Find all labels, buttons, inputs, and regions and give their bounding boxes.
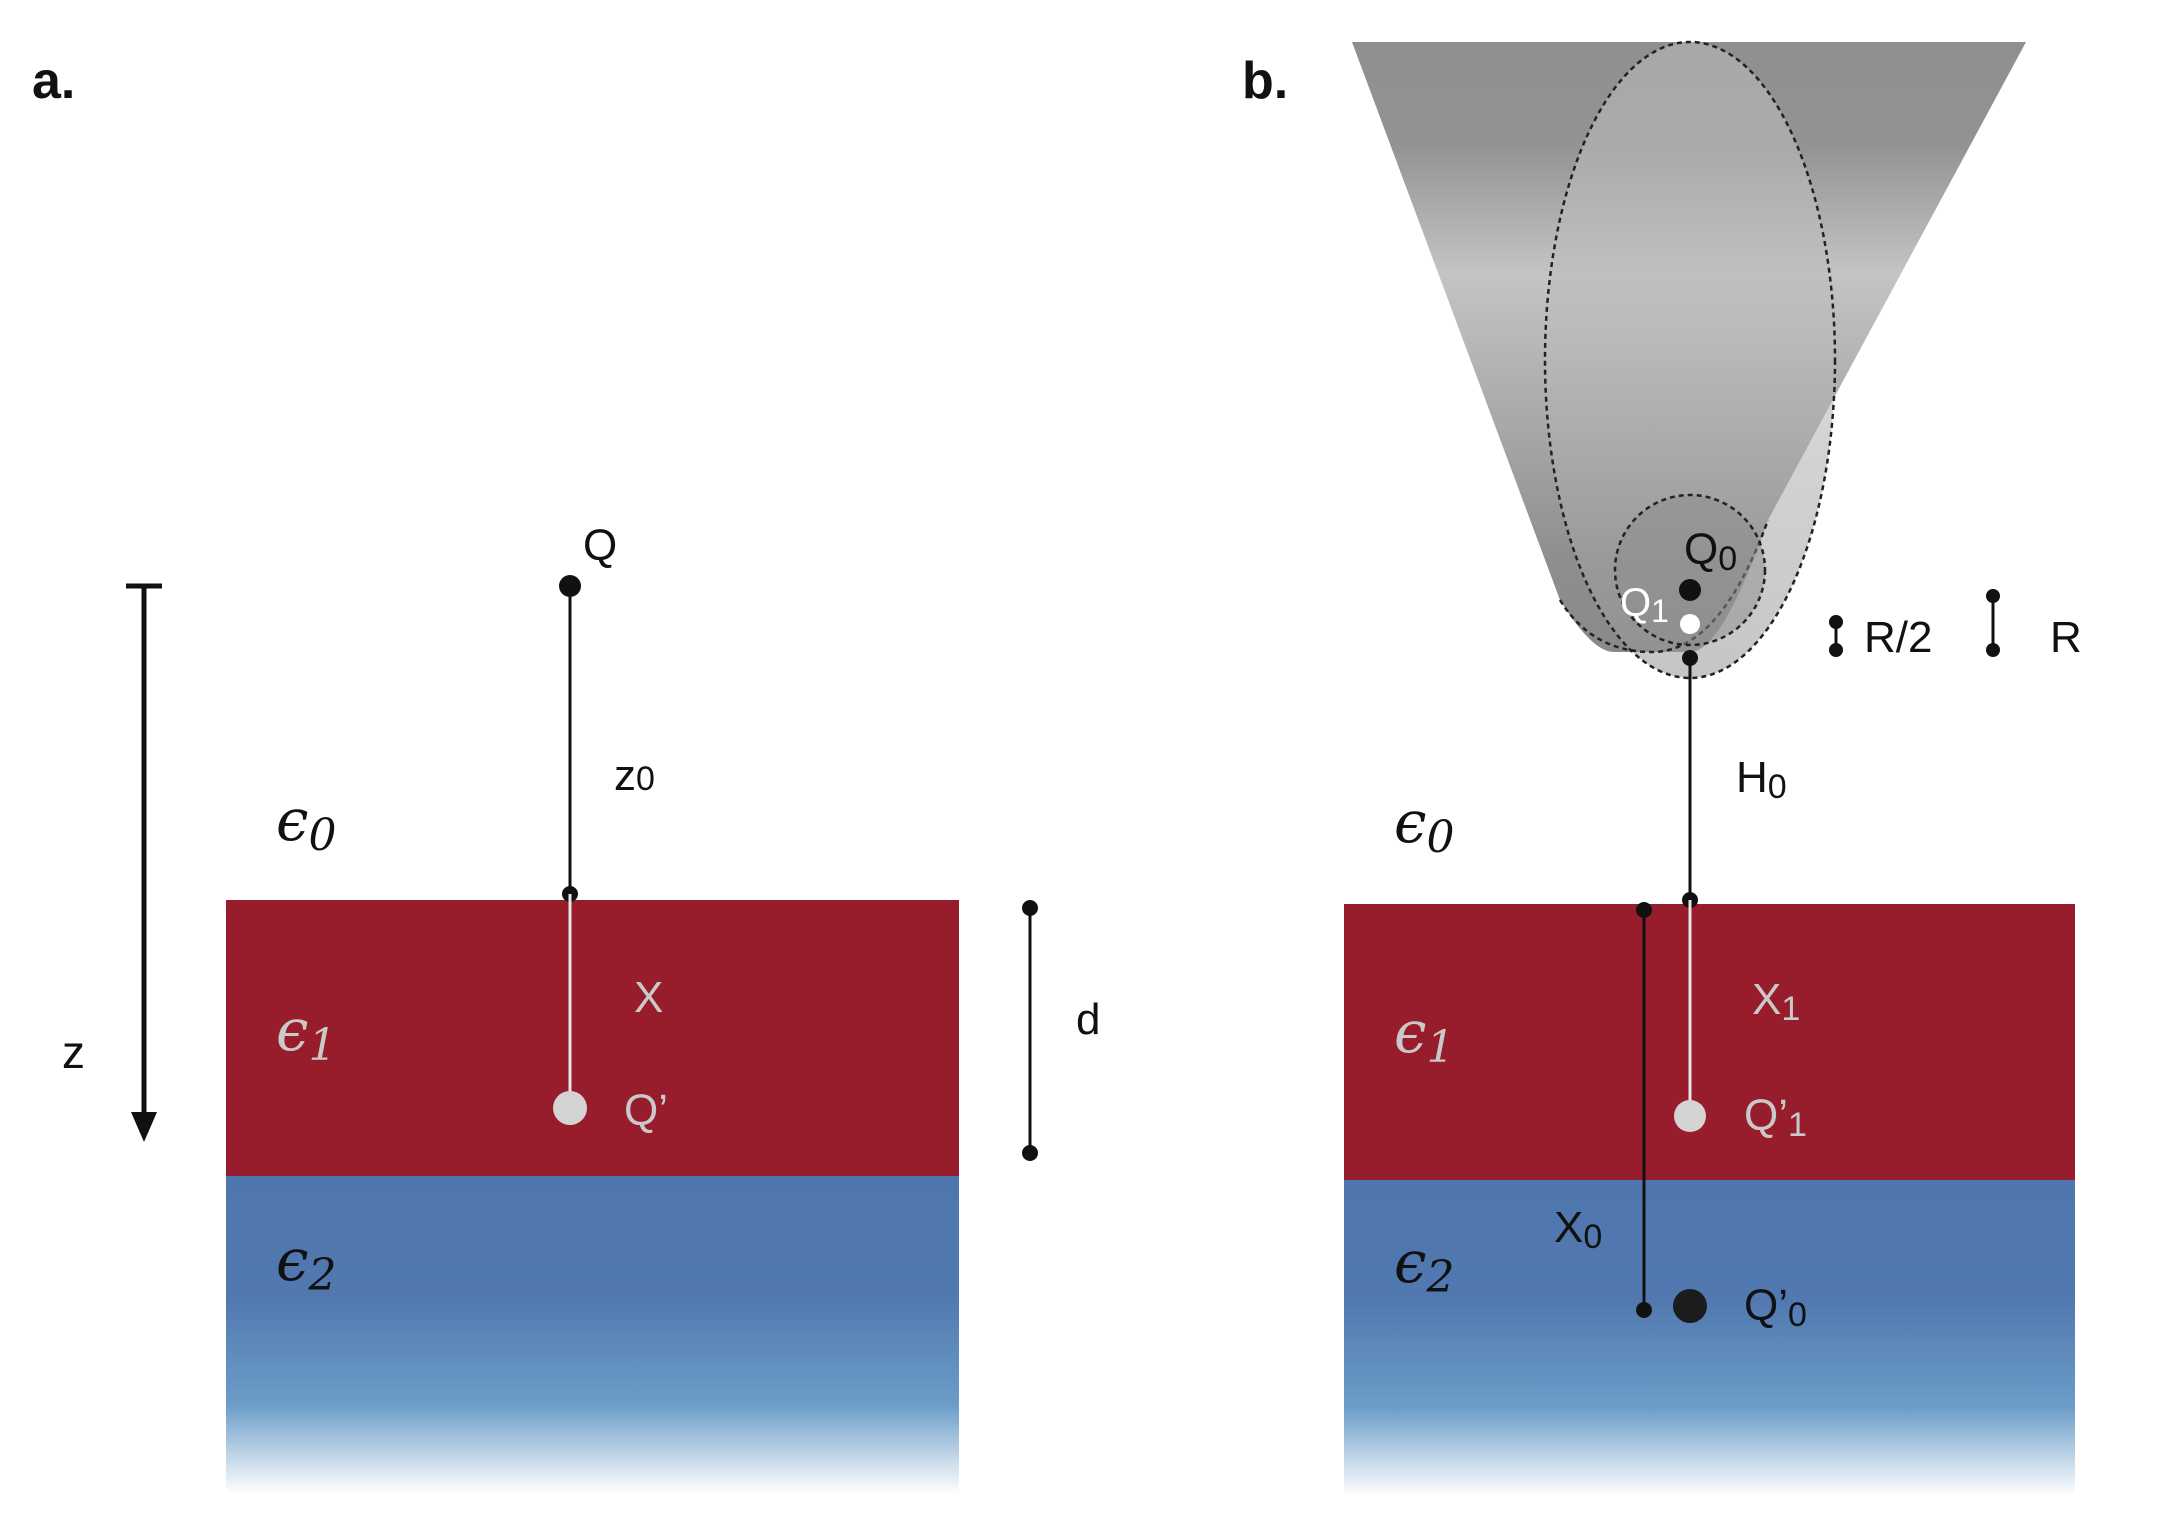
charge-q0-label: Q0 — [1684, 525, 1737, 578]
image-charge-q1-main: Q’ — [1744, 1091, 1788, 1140]
thickness-bottom-dot — [1022, 1145, 1038, 1161]
image-charge-q0-main: Q’ — [1744, 1281, 1788, 1330]
tip-apex-dot — [1682, 650, 1698, 666]
tip-bulb — [1558, 519, 1770, 654]
panel-a-label: a. — [32, 52, 75, 110]
panel-b-label: b. — [1242, 52, 1288, 110]
epsilon-1-b: ϵ1 — [1394, 998, 1454, 1073]
epsilon-0-b: ϵ0 — [1394, 788, 1454, 863]
layer-epsilon-2-b — [1344, 1180, 2075, 1496]
x1-main: X — [1752, 975, 1781, 1024]
scale-full-top — [1986, 589, 2000, 603]
panel-a: a. z Q z0 X Q’ d ϵ0 ϵ1 ϵ2 — [32, 52, 1100, 1494]
z0-main: z — [614, 751, 636, 800]
charge-q0-sub: 0 — [1718, 540, 1737, 578]
x1-sub: 1 — [1781, 990, 1800, 1028]
epsilon-0-a: ϵ0 — [276, 786, 336, 861]
thickness-label: d — [1076, 995, 1100, 1044]
charge-q-dot — [559, 575, 581, 597]
image-charge-q1-label: Q’1 — [1744, 1091, 1807, 1144]
epsilon-1-a-sub: 1 — [308, 1020, 336, 1071]
scale-half-label: R/2 — [1864, 613, 1932, 662]
epsilon-2-a: ϵ2 — [276, 1226, 336, 1301]
layer-epsilon-2 — [226, 1176, 959, 1494]
x0-main: X — [1554, 1203, 1583, 1252]
z-axis-label: z — [62, 1026, 85, 1078]
epsilon-2-a-sub: 2 — [307, 1250, 336, 1301]
scale-full-bottom — [1986, 643, 2000, 657]
charge-q1-main: Q — [1620, 581, 1651, 625]
panel-b: b. Q0 Q1 R/2 R H0 X1 Q’1 — [1242, 40, 2082, 1496]
charge-q0-main: Q — [1684, 525, 1718, 574]
charge-q1-sub: 1 — [1651, 593, 1669, 629]
charge-q1-dot — [1680, 614, 1700, 634]
epsilon-1-a-main: ϵ — [276, 996, 308, 1064]
x0-top-dot — [1636, 902, 1652, 918]
layer-epsilon-1 — [226, 900, 959, 1176]
image-charge-q0-sub: 0 — [1788, 1296, 1807, 1334]
tip-sphere — [1613, 493, 1767, 647]
scale-half-bottom — [1829, 643, 1843, 657]
epsilon-1-b-sub: 1 — [1426, 1022, 1454, 1073]
thickness-top-dot — [1022, 900, 1038, 916]
x0-sub: 0 — [1583, 1218, 1602, 1256]
image-charge-q1-sub: 1 — [1788, 1106, 1807, 1144]
image-charge-dot — [553, 1091, 587, 1125]
epsilon-2-b: ϵ2 — [1394, 1228, 1454, 1303]
epsilon-0-a-main: ϵ — [276, 786, 308, 854]
image-charge-q0-dot — [1673, 1289, 1707, 1323]
charge-q-label: Q — [583, 521, 617, 570]
x0-label: X0 — [1554, 1203, 1602, 1256]
z0-sub: 0 — [636, 760, 655, 798]
epsilon-0-b-sub: 0 — [1426, 812, 1454, 863]
x0-bottom-dot — [1636, 1302, 1652, 1318]
x1-label: X1 — [1752, 975, 1800, 1028]
image-charge-q0-label: Q’0 — [1744, 1281, 1807, 1334]
z-axis-arrowhead — [131, 1112, 157, 1142]
epsilon-2-b-sub: 2 — [1425, 1252, 1454, 1303]
image-distance-label: X — [634, 973, 663, 1022]
z0-label: z0 — [614, 751, 655, 800]
epsilon-2-a-main: ϵ — [276, 1226, 308, 1294]
epsilon-0-b-main: ϵ — [1394, 788, 1426, 856]
layer-epsilon-1-b — [1344, 904, 2075, 1180]
epsilon-0-a-sub: 0 — [308, 810, 336, 861]
h0-sub: 0 — [1768, 768, 1787, 806]
tip-ellipse — [1543, 40, 1837, 680]
h0-label: H0 — [1736, 753, 1787, 806]
h0-main: H — [1736, 753, 1768, 802]
charge-q0-dot — [1679, 579, 1701, 601]
image-charge-label: Q’ — [624, 1086, 668, 1135]
epsilon-1-b-main: ϵ — [1394, 998, 1426, 1066]
charge-q1-label: Q1 — [1620, 581, 1669, 629]
image-charge-q1-dot — [1674, 1100, 1706, 1132]
scale-full-label: R — [2050, 613, 2082, 662]
scale-half-top — [1829, 615, 1843, 629]
epsilon-2-b-main: ϵ — [1394, 1228, 1426, 1296]
epsilon-1-a: ϵ1 — [276, 996, 336, 1071]
